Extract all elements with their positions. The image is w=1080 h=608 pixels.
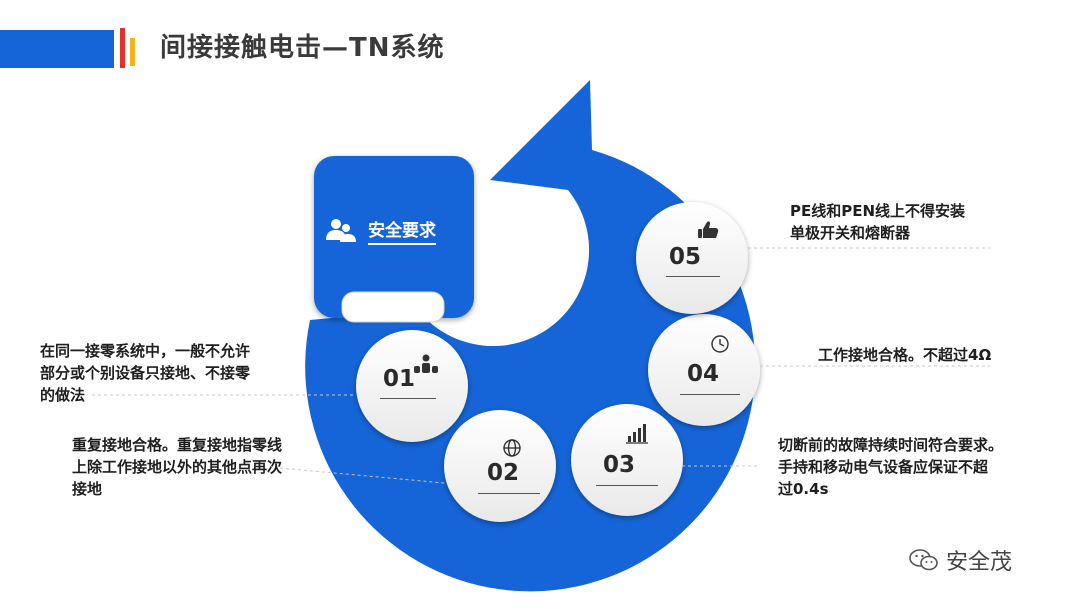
annotation-03-line-1: 切断前的故障持续时间符合要求。 xyxy=(778,436,1004,454)
card-title: 安全要求 xyxy=(368,216,436,245)
annotation-04: 工作接地合格。不超过4Ω xyxy=(818,344,991,366)
annotation-03-line-3: 过0.4s xyxy=(778,480,829,498)
circle-05 xyxy=(636,202,748,314)
circle-04 xyxy=(648,314,760,426)
annotation-05: PE线和PEN线上不得安装 单极开关和熔断器 xyxy=(790,200,965,244)
clock-icon xyxy=(711,335,729,353)
annotation-01-line-2: 部分或个别设备只接地、不接零 xyxy=(40,364,251,382)
page-title: 间接接触电击—TN系统 xyxy=(160,33,445,63)
annotation-01-line-3: 的做法 xyxy=(40,386,86,404)
users-icon xyxy=(326,219,356,242)
num-03: 03 xyxy=(602,452,635,478)
annotation-02: 重复接地合格。重复接地指零线 上除工作接地以外的其他点再次 接地 xyxy=(72,434,282,500)
globe-icon xyxy=(503,439,521,457)
num-04: 04 xyxy=(686,361,719,387)
num-02: 02 xyxy=(486,460,519,486)
annotation-01-line-1: 在同一接零系统中，一般不允许 xyxy=(40,342,251,360)
num-05: 05 xyxy=(668,244,701,270)
annotation-03: 切断前的故障持续时间符合要求。 手持和移动电气设备应保证不超 过0.4s xyxy=(778,434,1003,500)
annotation-05-line-1: PE线和PEN线上不得安装 xyxy=(790,202,966,220)
card-tab xyxy=(341,291,445,323)
watermark: 安全茂 xyxy=(908,544,1012,576)
people-icon xyxy=(414,354,438,373)
annotation-04-line-1: 工作接地合格。不超过4Ω xyxy=(818,346,992,364)
watermark-text: 安全茂 xyxy=(946,550,1013,575)
circle-01 xyxy=(356,330,468,442)
bar-chart-icon xyxy=(626,424,648,444)
security-card xyxy=(314,156,474,318)
annotation-02-line-2: 上除工作接地以外的其他点再次 xyxy=(72,458,283,476)
num-01: 01 xyxy=(382,366,415,392)
annotation-05-line-2: 单极开关和熔断器 xyxy=(790,224,911,242)
num-04-underline xyxy=(680,394,740,395)
header-bar-red xyxy=(120,28,125,68)
card-label: 安全要求 xyxy=(328,214,468,246)
num-05-underline xyxy=(666,276,720,277)
header-bar-yellow xyxy=(130,38,135,66)
thumbs-up-icon xyxy=(698,221,719,238)
circle-03 xyxy=(571,404,683,516)
circle-02 xyxy=(444,410,556,522)
annotation-01: 在同一接零系统中，一般不允许 部分或个别设备只接地、不接零 的做法 xyxy=(40,340,250,406)
num-03-underline xyxy=(596,485,658,486)
wechat-icon xyxy=(909,549,938,571)
annotation-02-line-1: 重复接地合格。重复接地指零线 xyxy=(72,436,283,454)
num-01-underline xyxy=(380,398,436,399)
header-bar-blue xyxy=(0,30,114,68)
annotation-03-line-2: 手持和移动电气设备应保证不超 xyxy=(778,458,989,476)
num-02-underline xyxy=(478,493,540,494)
annotation-02-line-3: 接地 xyxy=(72,480,103,498)
